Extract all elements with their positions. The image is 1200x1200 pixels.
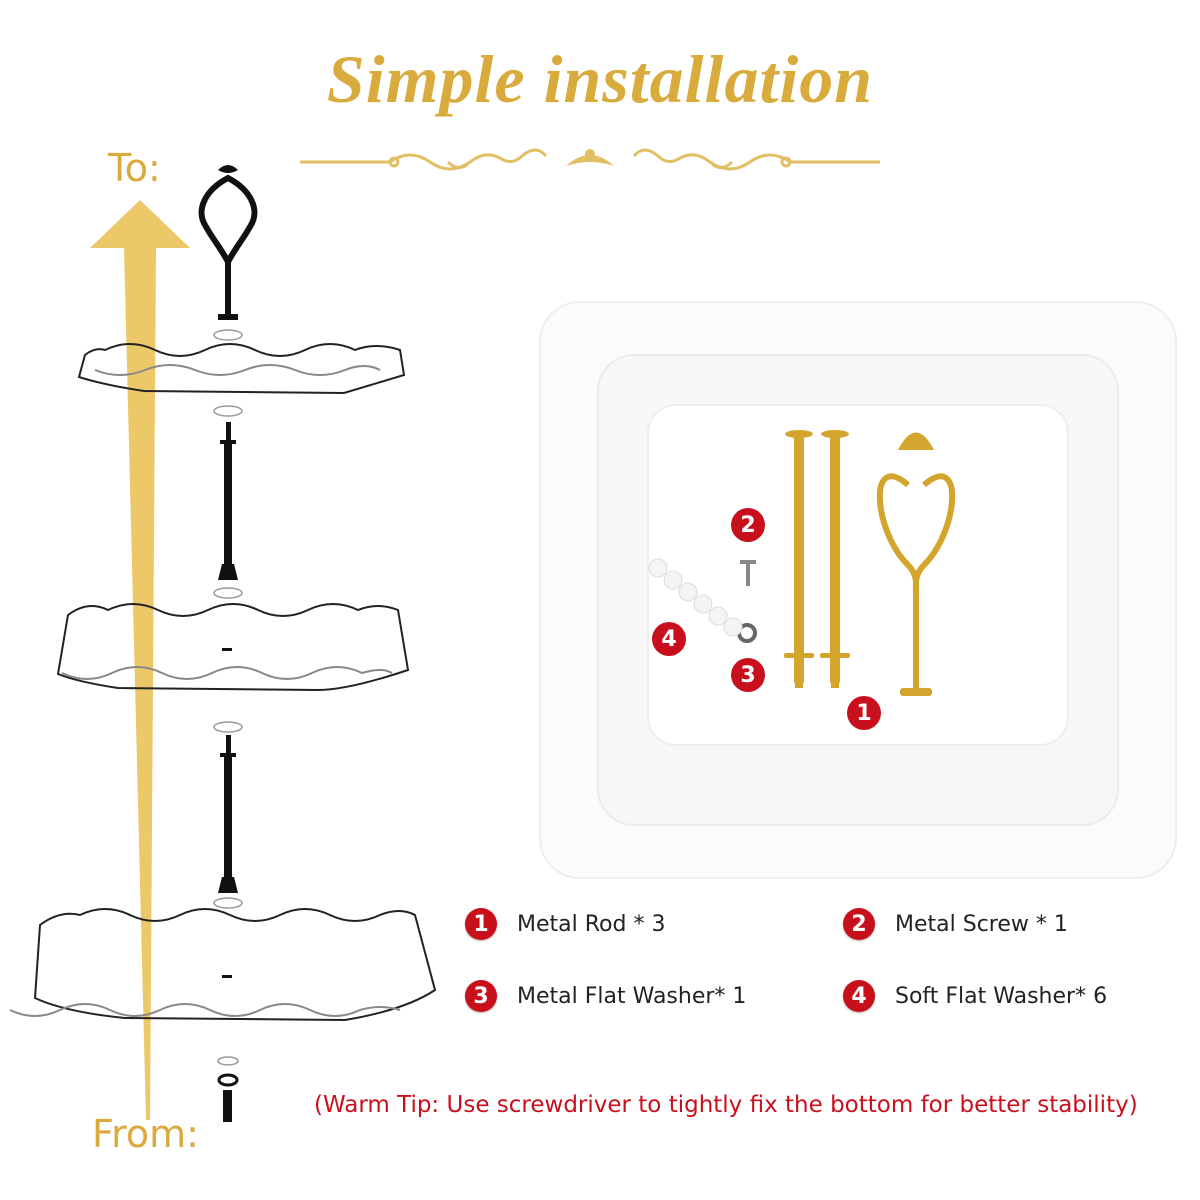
legend-item-2: 2 Metal Screw * 1 (843, 906, 1068, 942)
screw-icon (223, 1090, 232, 1122)
assembly-diagram (9, 165, 437, 1122)
legend-label: Metal Rod * 3 (517, 911, 666, 937)
ornamental-divider-icon (300, 148, 880, 171)
top-handle-icon (198, 174, 258, 318)
from-label: From: (92, 1112, 199, 1156)
rod-icon (218, 735, 238, 893)
legend-label: Metal Screw * 1 (895, 911, 1068, 937)
number-2-icon: 2 (843, 908, 875, 940)
number-3-icon: 3 (465, 980, 497, 1012)
tier-top-icon (77, 343, 406, 395)
badge-2-icon: 2 (731, 508, 765, 542)
product-photo: 1 2 3 4 (538, 300, 1178, 880)
tier-bottom-icon (9, 908, 437, 1022)
legend-label: Metal Flat Washer* 1 (517, 983, 747, 1009)
badge-3-icon: 3 (731, 658, 765, 692)
tier-middle-icon (56, 603, 410, 692)
legend-label: Soft Flat Washer* 6 (895, 983, 1108, 1009)
number-1-icon: 1 (465, 908, 497, 940)
warm-tip: (Warm Tip: Use screwdriver to tightly fi… (314, 1092, 1138, 1118)
page-title: Simple installation (326, 41, 874, 117)
legend-item-4: 4 Soft Flat Washer* 6 (843, 978, 1107, 1014)
legend-item-1: 1 Metal Rod * 3 (465, 906, 665, 942)
number-4-icon: 4 (843, 980, 875, 1012)
up-arrow-icon (90, 200, 190, 1120)
badge-1-icon: 1 (847, 696, 881, 730)
badge-4-icon: 4 (652, 622, 686, 656)
to-label: To: (108, 146, 161, 190)
rod-icon (218, 422, 238, 580)
legend-item-3: 3 Metal Flat Washer* 1 (465, 978, 746, 1014)
